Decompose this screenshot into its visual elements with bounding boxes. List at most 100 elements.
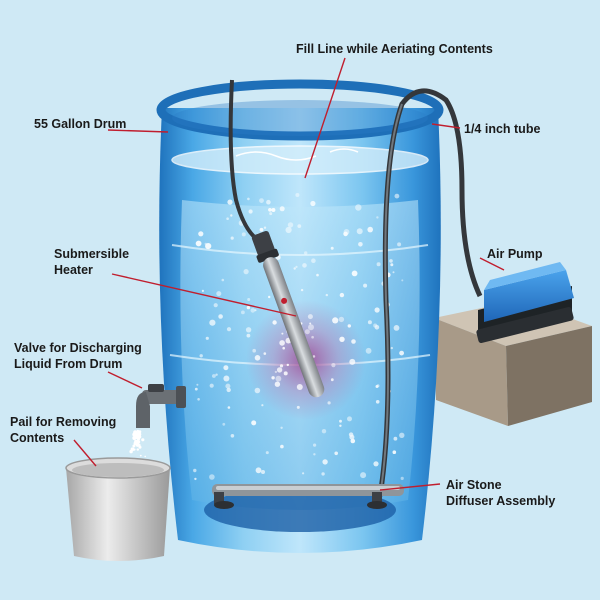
bubble xyxy=(247,197,250,201)
bubble xyxy=(321,429,327,434)
bubble xyxy=(331,363,336,368)
bubble xyxy=(274,381,281,387)
bubble xyxy=(393,325,400,331)
bubble xyxy=(201,289,204,292)
bubble xyxy=(279,364,284,368)
bubble xyxy=(339,336,345,342)
bubble xyxy=(268,295,271,299)
bubble xyxy=(296,405,300,409)
bubble xyxy=(295,193,300,197)
bubble xyxy=(269,212,273,216)
bubble xyxy=(374,325,380,330)
bubble xyxy=(325,293,328,297)
stream-droplet xyxy=(129,449,133,454)
bubble xyxy=(254,309,257,312)
bubble xyxy=(295,265,298,268)
bubble xyxy=(309,322,312,325)
bubble xyxy=(223,375,230,382)
bubble xyxy=(204,242,207,246)
bubble xyxy=(259,227,264,232)
bubble xyxy=(216,291,222,297)
bubble xyxy=(300,288,304,292)
label-drum: 55 Gallon Drum xyxy=(34,117,127,131)
bubble xyxy=(255,467,262,474)
bubble xyxy=(227,199,233,205)
bubble xyxy=(287,222,294,228)
bubble xyxy=(334,451,339,456)
bubble xyxy=(283,371,288,376)
bubble xyxy=(199,354,203,358)
bubble xyxy=(209,474,215,480)
bubble xyxy=(245,327,252,333)
bubble xyxy=(268,208,272,212)
bubble xyxy=(356,228,363,235)
bubble xyxy=(376,384,380,388)
stream-droplet xyxy=(133,430,138,435)
bubble xyxy=(358,242,363,247)
bubble xyxy=(313,443,317,447)
label-air-stone: Air Stone Diffuser Assembly xyxy=(446,478,556,508)
bubble xyxy=(198,231,204,237)
bubble xyxy=(321,472,325,476)
stream-droplet xyxy=(138,445,142,449)
bubble xyxy=(338,316,345,323)
bubble xyxy=(248,209,253,214)
bubble xyxy=(339,424,342,427)
stream-droplet xyxy=(141,438,145,442)
bubble xyxy=(195,240,202,247)
bubble xyxy=(400,476,404,480)
bubble xyxy=(302,472,305,475)
bubble xyxy=(393,436,398,441)
bubble xyxy=(193,468,197,473)
bubble xyxy=(349,434,355,440)
bubble xyxy=(250,308,256,313)
bubble xyxy=(281,332,284,335)
bubble xyxy=(327,401,331,405)
stream-droplet xyxy=(137,434,142,439)
bubble xyxy=(251,420,257,426)
bubble xyxy=(222,422,226,426)
bubble xyxy=(265,451,269,455)
bubble xyxy=(280,426,283,429)
pail xyxy=(65,457,171,561)
bubble xyxy=(213,303,218,308)
bubble xyxy=(360,472,367,479)
stream-droplet xyxy=(144,455,146,458)
bubble xyxy=(241,232,246,237)
bubble xyxy=(304,251,308,255)
bubble xyxy=(274,370,278,374)
bubble xyxy=(302,263,307,268)
bubble xyxy=(310,200,316,207)
bubble xyxy=(330,246,334,250)
label-fill-line: Fill Line while Aeriating Contents xyxy=(296,42,493,56)
bubble xyxy=(308,324,314,331)
stream-droplet xyxy=(136,439,141,444)
bubble xyxy=(312,355,316,358)
bubble xyxy=(226,217,229,220)
bubble xyxy=(279,340,285,346)
bubble xyxy=(311,335,314,339)
stream-droplet xyxy=(132,444,136,448)
bubble xyxy=(399,432,405,438)
bubble xyxy=(223,365,229,371)
bubble xyxy=(401,279,404,282)
bubble xyxy=(221,278,225,282)
bubble xyxy=(322,459,328,465)
bubble xyxy=(311,258,316,264)
bubble xyxy=(241,310,245,315)
bubble xyxy=(218,314,223,319)
bubble xyxy=(197,398,200,401)
stream-droplet xyxy=(133,441,137,446)
bubble xyxy=(230,434,235,438)
bubble xyxy=(304,329,310,335)
bubble xyxy=(339,292,345,298)
stream-droplet xyxy=(139,454,142,457)
stream-droplet xyxy=(132,436,137,440)
bubble xyxy=(339,419,342,423)
heater xyxy=(251,230,325,398)
bubble xyxy=(271,208,276,212)
bubble xyxy=(205,336,209,340)
label-tube: 1/4 inch tube xyxy=(464,122,541,136)
